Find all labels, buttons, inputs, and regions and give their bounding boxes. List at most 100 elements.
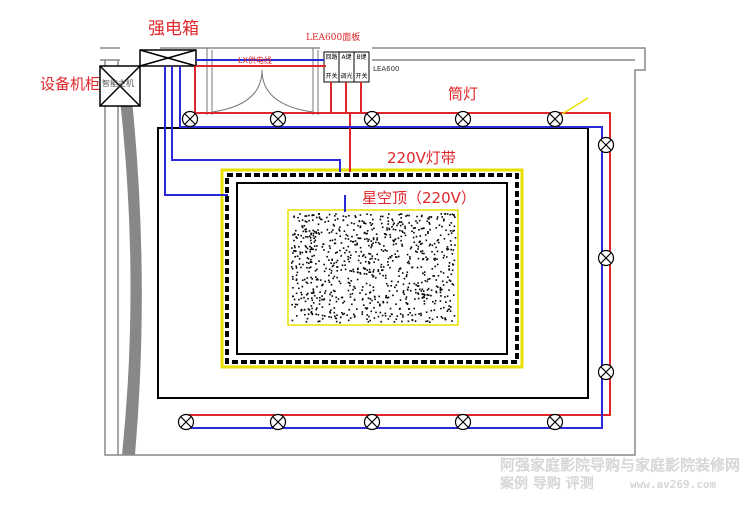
- star-dot: [306, 247, 309, 250]
- star-dot: [295, 274, 298, 277]
- star-dot: [425, 320, 427, 323]
- star-dot: [415, 244, 418, 247]
- star-dot: [428, 218, 430, 220]
- star-dot: [385, 282, 388, 285]
- star-dot: [312, 232, 315, 235]
- star-dot: [424, 279, 427, 282]
- star-dot: [298, 298, 300, 301]
- star-dot: [359, 226, 362, 229]
- star-dot: [443, 218, 445, 221]
- star-dot: [407, 320, 410, 323]
- star-dot: [442, 219, 445, 222]
- star-dot: [323, 270, 326, 273]
- star-dot: [392, 243, 395, 246]
- star-dot: [419, 235, 422, 237]
- star-dot: [313, 245, 316, 247]
- star-dot: [340, 269, 342, 271]
- star-dot: [426, 280, 429, 283]
- star-dot: [336, 218, 339, 220]
- star-dot: [429, 277, 431, 280]
- star-dot: [354, 287, 356, 290]
- star-dot: [441, 251, 443, 253]
- star-dot: [445, 281, 448, 284]
- star-dot: [297, 234, 300, 236]
- star-dot: [291, 266, 293, 268]
- star-dot: [293, 216, 295, 218]
- star-dot: [389, 234, 391, 236]
- star-dot: [335, 232, 338, 235]
- star-dot: [356, 243, 358, 246]
- star-dots: [291, 213, 457, 324]
- star-dot: [453, 259, 456, 262]
- star-dot: [336, 314, 338, 316]
- star-dot: [407, 313, 410, 316]
- star-dot: [374, 298, 376, 301]
- star-dot: [309, 245, 311, 248]
- star-dot: [330, 262, 332, 264]
- star-dot: [318, 213, 321, 215]
- star-dot: [372, 242, 374, 244]
- star-dot: [365, 232, 368, 235]
- star-dot: [348, 214, 350, 217]
- star-dot: [357, 259, 360, 262]
- star-dot: [368, 268, 371, 271]
- star-dot: [420, 290, 423, 292]
- star-dot: [384, 277, 387, 279]
- star-dot: [423, 296, 425, 299]
- star-dot: [429, 228, 431, 231]
- star-dot: [398, 308, 401, 310]
- star-dot: [425, 256, 427, 259]
- star-dot: [305, 293, 308, 296]
- power-box: [139, 49, 197, 67]
- star-dot: [338, 280, 341, 283]
- star-dot: [372, 286, 375, 288]
- star-dot: [377, 301, 379, 304]
- star-dot: [399, 224, 402, 227]
- star-dot: [300, 234, 302, 237]
- star-dot: [353, 315, 356, 317]
- star-dot: [353, 222, 355, 225]
- star-dot: [427, 287, 430, 290]
- star-dot: [347, 255, 349, 258]
- star-dot: [437, 286, 439, 288]
- star-dot: [304, 313, 306, 316]
- star-dot: [404, 234, 407, 237]
- star-dot: [417, 293, 420, 295]
- star-dot: [396, 290, 398, 292]
- star-dot: [363, 272, 366, 275]
- star-dot: [331, 295, 334, 297]
- star-dot: [451, 269, 454, 272]
- star-dot: [308, 270, 310, 273]
- curtain: [120, 100, 142, 455]
- star-dot: [449, 280, 452, 282]
- star-dot: [301, 225, 303, 227]
- star-dot: [317, 232, 320, 234]
- star-dot: [363, 221, 365, 223]
- star-dot: [335, 261, 338, 264]
- star-dot: [387, 296, 390, 299]
- star-dot: [314, 270, 317, 272]
- star-dot: [452, 230, 454, 232]
- star-dot: [342, 215, 345, 217]
- star-dot: [429, 321, 431, 324]
- star-dot: [373, 306, 375, 309]
- star-dot: [336, 276, 338, 279]
- star-dot: [294, 255, 296, 258]
- star-dot: [312, 219, 314, 221]
- star-dot: [298, 263, 301, 265]
- star-dot: [423, 294, 426, 297]
- star-dot: [329, 239, 332, 242]
- star-dot: [369, 284, 371, 287]
- star-dot: [291, 260, 294, 263]
- star-dot: [396, 224, 398, 227]
- star-dot: [408, 214, 410, 217]
- star-dot: [340, 296, 343, 299]
- star-dot: [326, 255, 328, 258]
- star-dot: [349, 284, 351, 287]
- star-dot: [450, 222, 453, 224]
- leader-line: [561, 97, 589, 115]
- star-dot: [310, 246, 313, 249]
- star-dot: [376, 239, 378, 241]
- star-dot: [340, 242, 343, 244]
- star-dot: [330, 283, 333, 286]
